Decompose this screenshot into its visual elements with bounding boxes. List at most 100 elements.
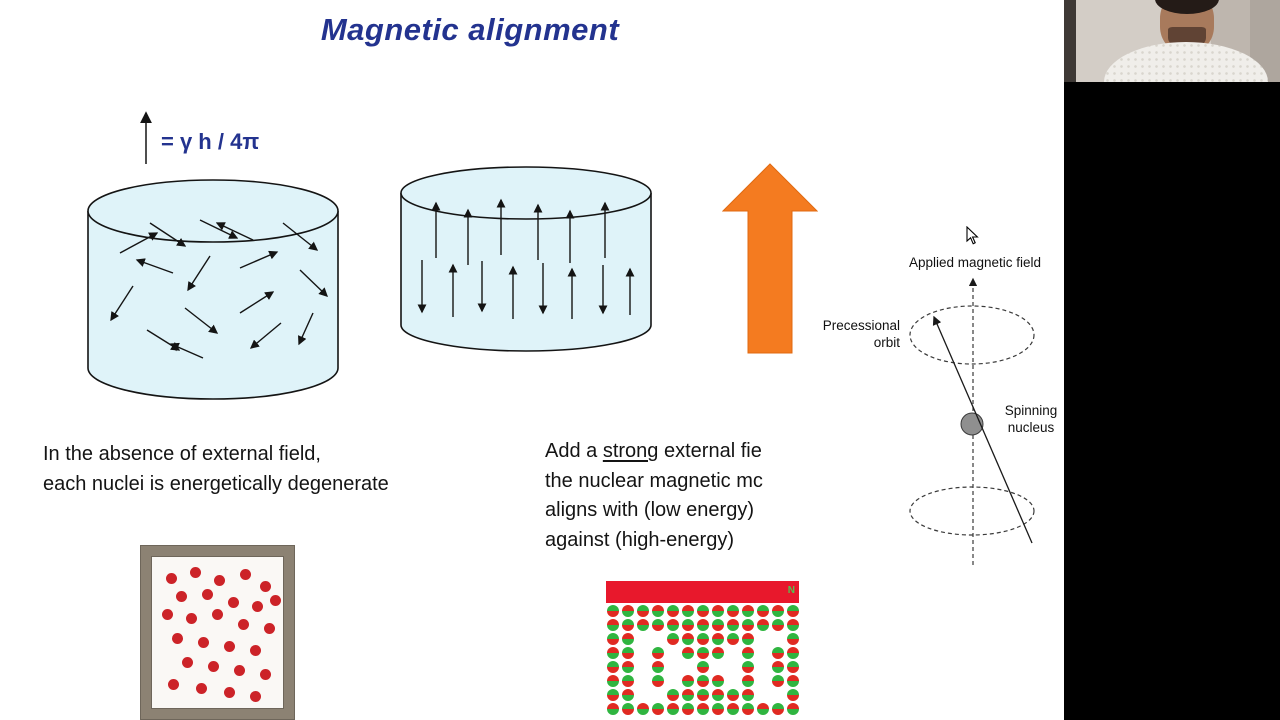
external-field-arrow	[722, 163, 818, 354]
spin-cell	[756, 604, 771, 618]
spin-cell	[786, 646, 801, 660]
spin-cell	[756, 618, 771, 632]
spin-cell	[726, 618, 741, 632]
spin-cell	[651, 674, 666, 688]
spin-cell	[696, 688, 711, 702]
left-caption: In the absence of external field, each n…	[43, 439, 389, 499]
spin-cell	[681, 646, 696, 660]
spin-cell	[681, 688, 696, 702]
degenerate-nuclei-image	[140, 545, 295, 720]
nucleus-dot	[264, 623, 275, 634]
spin-cell	[756, 702, 771, 716]
upper-precession-orbit	[909, 305, 1035, 365]
aligned-moment-arrows	[417, 198, 635, 319]
magnetic-moment-arrow	[239, 250, 279, 269]
spin-cell	[711, 632, 726, 646]
empty-cell	[636, 688, 651, 702]
spin-cell	[606, 604, 621, 618]
aligned-spins-lattice	[606, 604, 802, 716]
spin-cell	[606, 674, 621, 688]
right-caption-line1-pre: Add a	[545, 440, 603, 462]
spin-cell	[741, 618, 756, 632]
nucleus-dot	[234, 665, 245, 676]
spin-cell	[681, 604, 696, 618]
spin-cell	[711, 604, 726, 618]
spin-cell	[621, 618, 636, 632]
nucleus-dot	[250, 691, 261, 702]
spin-cell	[786, 632, 801, 646]
right-caption-line3: aligns with (low energy)	[545, 499, 754, 521]
spin-cell	[711, 674, 726, 688]
nucleus-dot	[250, 645, 261, 656]
empty-cell	[666, 674, 681, 688]
empty-cell	[636, 660, 651, 674]
nucleus-dot	[224, 641, 235, 652]
spin-cell	[621, 604, 636, 618]
spin-cell	[606, 646, 621, 660]
left-caption-line1: In the absence of external field,	[43, 443, 321, 465]
spin-cell	[651, 702, 666, 716]
spin-cell	[711, 618, 726, 632]
magnetic-moment-arrow	[149, 222, 187, 247]
left-caption-line2: each nuclei is energetically degenerate	[43, 473, 389, 495]
spin-cell	[711, 646, 726, 660]
spin-cell	[741, 688, 756, 702]
empty-cell	[756, 688, 771, 702]
spinning-nucleus-label: Spinning nucleus	[998, 402, 1064, 436]
spin-cell	[606, 618, 621, 632]
magnetic-moment-arrow	[298, 312, 314, 346]
magnetic-moment-arrow	[282, 222, 319, 251]
nucleus-dot	[168, 679, 179, 690]
aligned-moments-cylinder	[400, 166, 652, 352]
right-caption-strong-word: strong	[602, 440, 659, 462]
moment-vector-arrow-icon	[140, 111, 152, 164]
nucleus-dot	[186, 613, 197, 624]
spin-cell	[741, 632, 756, 646]
spin-cell	[621, 674, 636, 688]
random-moment-arrows	[110, 219, 328, 359]
spin-cell	[681, 674, 696, 688]
spin-cell	[696, 646, 711, 660]
nucleus-dot	[214, 575, 225, 586]
spin-cell	[606, 702, 621, 716]
magnetic-moment-arrow	[239, 291, 275, 314]
spin-cell	[771, 646, 786, 660]
spin-cell	[606, 632, 621, 646]
spin-cell	[666, 702, 681, 716]
slide-title: Magnetic alignment	[320, 12, 620, 47]
spin-axis-arrow	[932, 315, 1033, 544]
spin-cell	[621, 702, 636, 716]
nucleus-dot	[166, 573, 177, 584]
spin-cell	[741, 604, 756, 618]
magnetic-moment-arrow	[135, 258, 174, 274]
empty-cell	[756, 632, 771, 646]
spin-cell	[636, 618, 651, 632]
precessional-orbit-label: Precessional orbit	[798, 317, 900, 351]
webcam-tile[interactable]	[1064, 0, 1280, 82]
empty-cell	[756, 646, 771, 660]
nucleus-dot	[202, 589, 213, 600]
video-letterbox	[1064, 82, 1280, 720]
spin-cell	[786, 688, 801, 702]
empty-cell	[666, 660, 681, 674]
nucleus-dot	[240, 569, 251, 580]
spin-cell	[786, 604, 801, 618]
spin-cell	[636, 702, 651, 716]
nucleus-dot	[176, 591, 187, 602]
empty-cell	[666, 646, 681, 660]
empty-cell	[756, 674, 771, 688]
spin-cell	[651, 646, 666, 660]
spin-cell	[621, 632, 636, 646]
spin-cell	[741, 674, 756, 688]
nucleus-dot	[212, 609, 223, 620]
magnetic-moment-arrow	[110, 285, 134, 322]
empty-cell	[651, 688, 666, 702]
empty-cell	[681, 660, 696, 674]
spinning-nucleus-label-line1: Spinning	[1004, 403, 1058, 418]
spin-cell	[786, 702, 801, 716]
nucleus-dot	[162, 609, 173, 620]
presentation-slide: Magnetic alignment = γ h / 4π	[0, 0, 1064, 720]
spin-cell	[666, 604, 681, 618]
empty-cell	[756, 660, 771, 674]
empty-cell	[726, 646, 741, 660]
